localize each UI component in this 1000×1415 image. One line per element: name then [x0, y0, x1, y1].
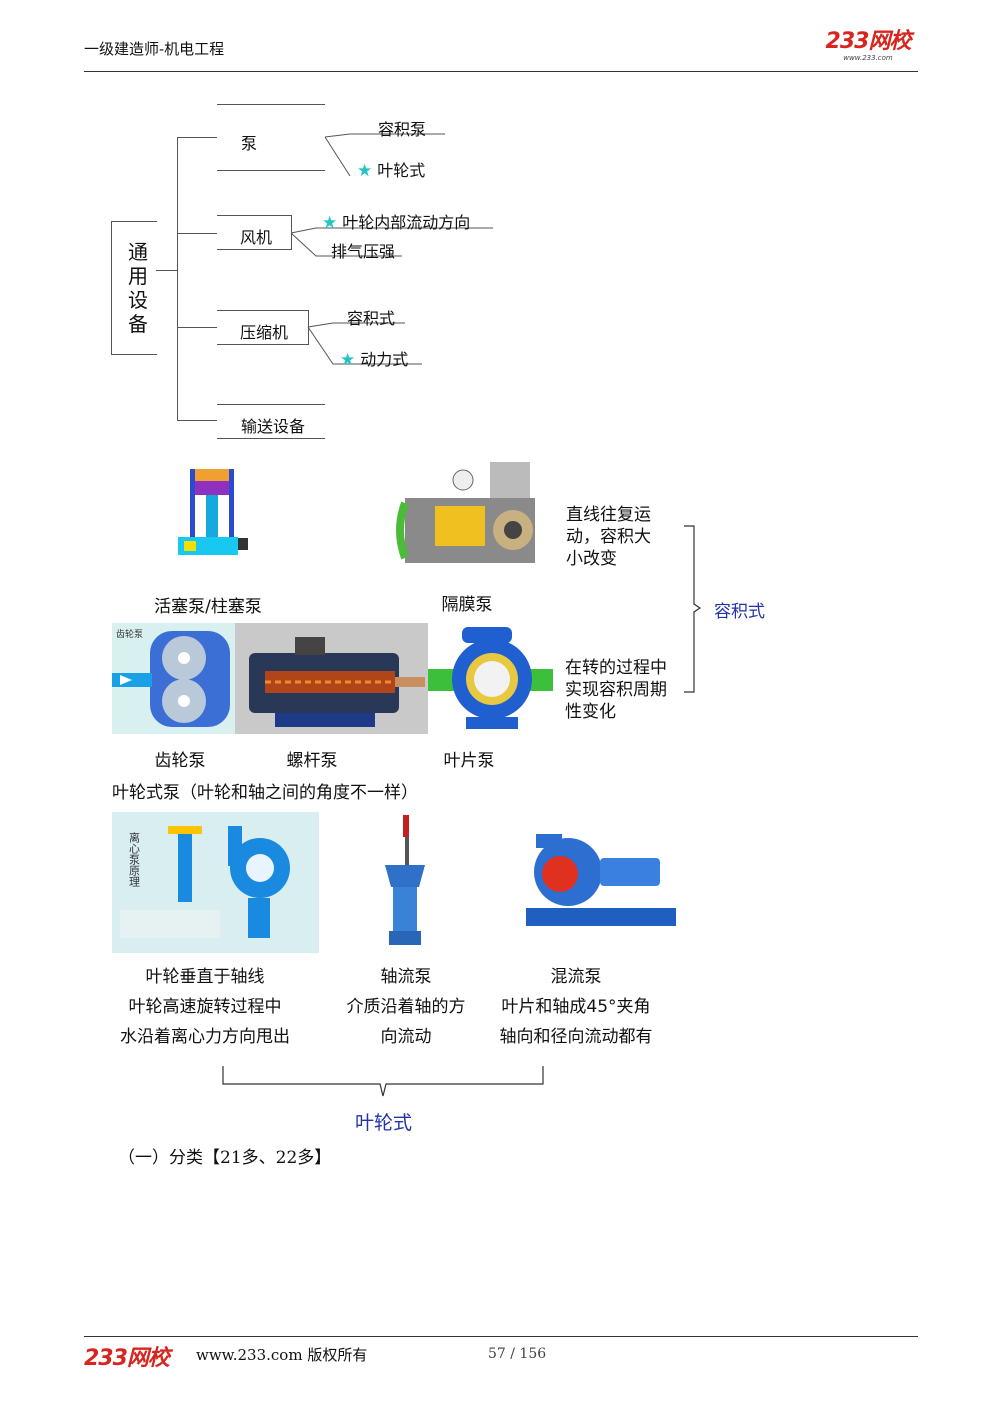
- mindmap-connector: [156, 270, 178, 271]
- header-logo: 233网校 www.233.com: [825, 29, 912, 63]
- mindmap-leaf-exhaust-pressure: 排气压强: [331, 242, 396, 261]
- mindmap-spine: [177, 137, 178, 420]
- mindmap-leaf-rongjishi: 容积式: [347, 309, 396, 328]
- mindmap-edges: [290, 133, 493, 365]
- mindmap-branch-compressor: [217, 310, 309, 345]
- mindmap-branch-pump-label: 泵: [241, 134, 258, 153]
- footer-rule: [84, 1336, 918, 1337]
- impeller-heading: 叶轮式泵（叶轮和轴之间的角度不一样）: [112, 783, 418, 803]
- footer-logo: 233网校: [84, 1346, 170, 1371]
- mindmap-leaf-yelunshi: ★叶轮式: [357, 161, 426, 181]
- centrifugal-inner-label: 离心泵原理: [128, 831, 141, 887]
- star-icon: ★: [340, 350, 356, 370]
- gear-pump-image: 齿轮泵: [112, 623, 235, 734]
- caption-vane-pump: 叶片泵: [443, 751, 495, 771]
- mindmap-branch-compressor-label: 压缩机: [240, 323, 289, 342]
- mindmap-branch-conveyor: [217, 404, 325, 439]
- mixed-flow-desc: 混流泵 叶片和轴成45°夹角 轴向和径向流动都有: [499, 967, 653, 1047]
- star-icon: ★: [357, 161, 373, 181]
- header-rule: [84, 71, 918, 72]
- mindmap-branch-fan-label: 风机: [240, 228, 273, 247]
- star-icon: ★: [322, 213, 338, 233]
- diaphragm-pump-image: [395, 458, 545, 573]
- caption-diaphragm-pump: 隔膜泵: [441, 595, 493, 615]
- centrifugal-desc: 叶轮垂直于轴线 叶轮高速旋转过程中 水沿着离心力方向甩出: [120, 967, 290, 1047]
- gear-pump-inner-label: 齿轮泵: [116, 628, 143, 640]
- axial-desc: 轴流泵 介质沿着轴的方 向流动: [346, 967, 466, 1047]
- caption-gear-pump: 齿轮泵: [154, 751, 206, 771]
- bracket-yelunshi: [222, 1066, 544, 1097]
- desc-rotary: 在转的过程中实现容积周期性变化: [565, 658, 667, 722]
- centrifugal-pump-image: 离心泵原理: [112, 812, 319, 953]
- screw-pump-image: [235, 623, 428, 734]
- page-number: 57 / 156: [488, 1346, 547, 1362]
- mindmap-root: [111, 221, 157, 355]
- mindmap-branch-pump: [217, 104, 325, 171]
- section-title: （一）分类【21多、22多】: [118, 1148, 332, 1168]
- mindmap-root-label: 通用设备: [128, 240, 148, 336]
- group-label-yelunshi: 叶轮式: [355, 1112, 413, 1134]
- header-title: 一级建造师-机电工程: [84, 40, 225, 58]
- group-label-rongjishi: 容积式: [714, 602, 765, 622]
- caption-piston-pump: 活塞泵/柱塞泵: [154, 597, 262, 617]
- piston-pump-image: [170, 465, 255, 565]
- mindmap-leaf-flow-direction: ★叶轮内部流动方向: [322, 213, 471, 233]
- axial-pump-image: [375, 815, 435, 950]
- desc-reciprocating: 直线往复运动，容积大小改变: [566, 505, 651, 569]
- footer-site: www.233.com 版权所有: [196, 1346, 368, 1364]
- vane-pump-image: [428, 621, 553, 734]
- mindmap-branch-conveyor-label: 输送设备: [241, 417, 306, 436]
- caption-screw-pump: 螺杆泵: [286, 751, 338, 771]
- mindmap-branch-fan: [217, 215, 292, 250]
- mindmap-leaf-rongjibeng: 容积泵: [378, 120, 427, 139]
- mindmap-leaf-donglishi: ★动力式: [340, 350, 409, 370]
- bracket-rongjishi: [684, 525, 702, 693]
- mixed-flow-pump-image: [490, 812, 708, 942]
